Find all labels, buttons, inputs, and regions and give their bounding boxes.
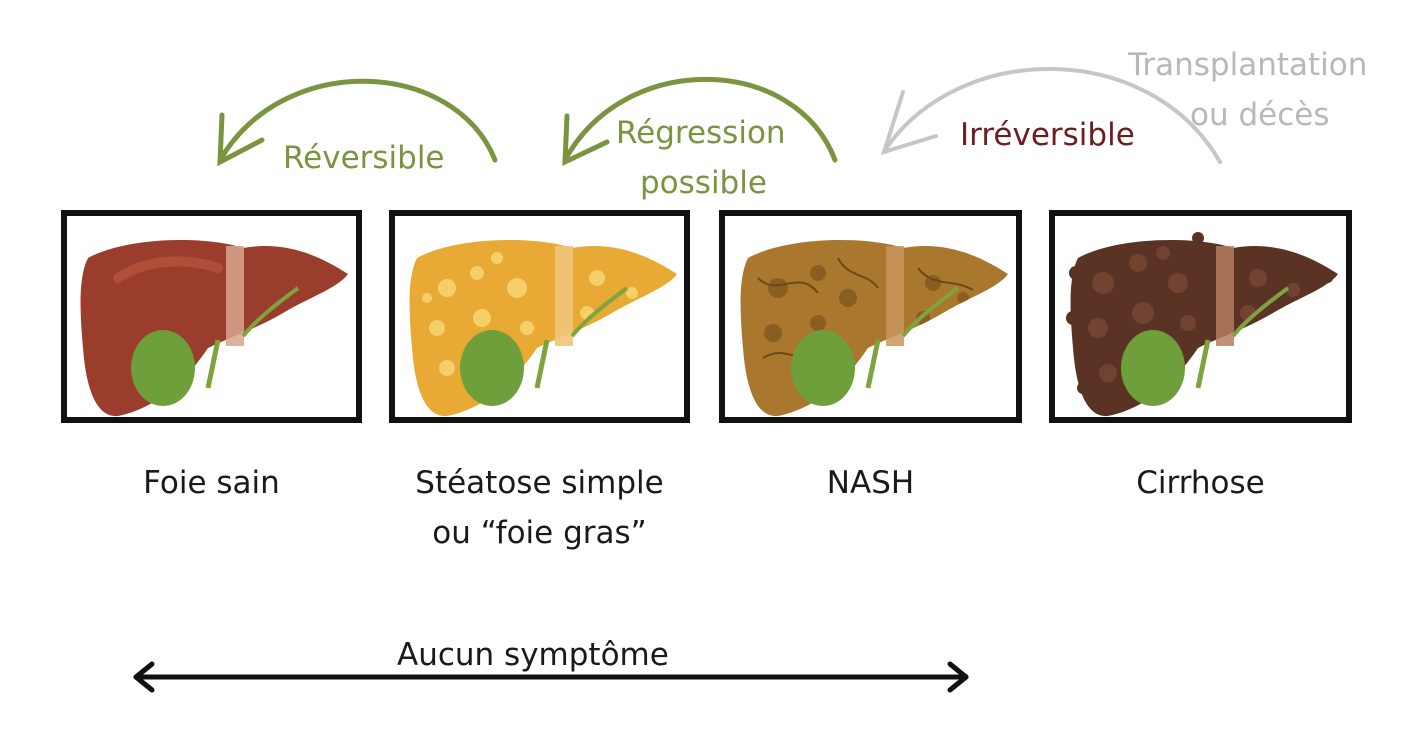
- healthy-liver-icon: [80, 239, 349, 417]
- stage-label-nash: NASH: [826, 465, 915, 501]
- stage-label-healthy: Foie sain: [143, 465, 280, 501]
- stage-frame-healthy: [61, 210, 362, 423]
- regression-label-line2: possible: [640, 165, 767, 201]
- stage-frame-steatosis: [389, 210, 690, 423]
- stage-frame-cirrhosis: [1049, 210, 1352, 423]
- outcome-label-line2: ou décès: [1190, 97, 1330, 133]
- fatty-liver-icon: [409, 239, 677, 417]
- irreversible-label: Irréversible: [960, 117, 1135, 153]
- outcome-label-line1: Transplantation: [1128, 47, 1368, 83]
- stage-label-cirrhosis: Cirrhose: [1136, 465, 1265, 501]
- symptom-range-label: Aucun symptôme: [397, 637, 669, 673]
- reversible-label: Réversible: [283, 140, 445, 176]
- regression-arrow: [562, 76, 838, 167]
- symptom-range-arrow: [133, 661, 969, 693]
- regression-label-line1: Régression: [616, 115, 786, 151]
- reversible-arrow: [217, 78, 498, 167]
- stage-label-steatosis: Stéatose simple ou “foie gras”: [415, 465, 664, 551]
- nash-liver-icon: [740, 239, 1008, 417]
- outcome-arrow: [880, 67, 1222, 164]
- cirrhotic-liver-icon: [1066, 232, 1338, 417]
- stage-frame-nash: [719, 210, 1022, 423]
